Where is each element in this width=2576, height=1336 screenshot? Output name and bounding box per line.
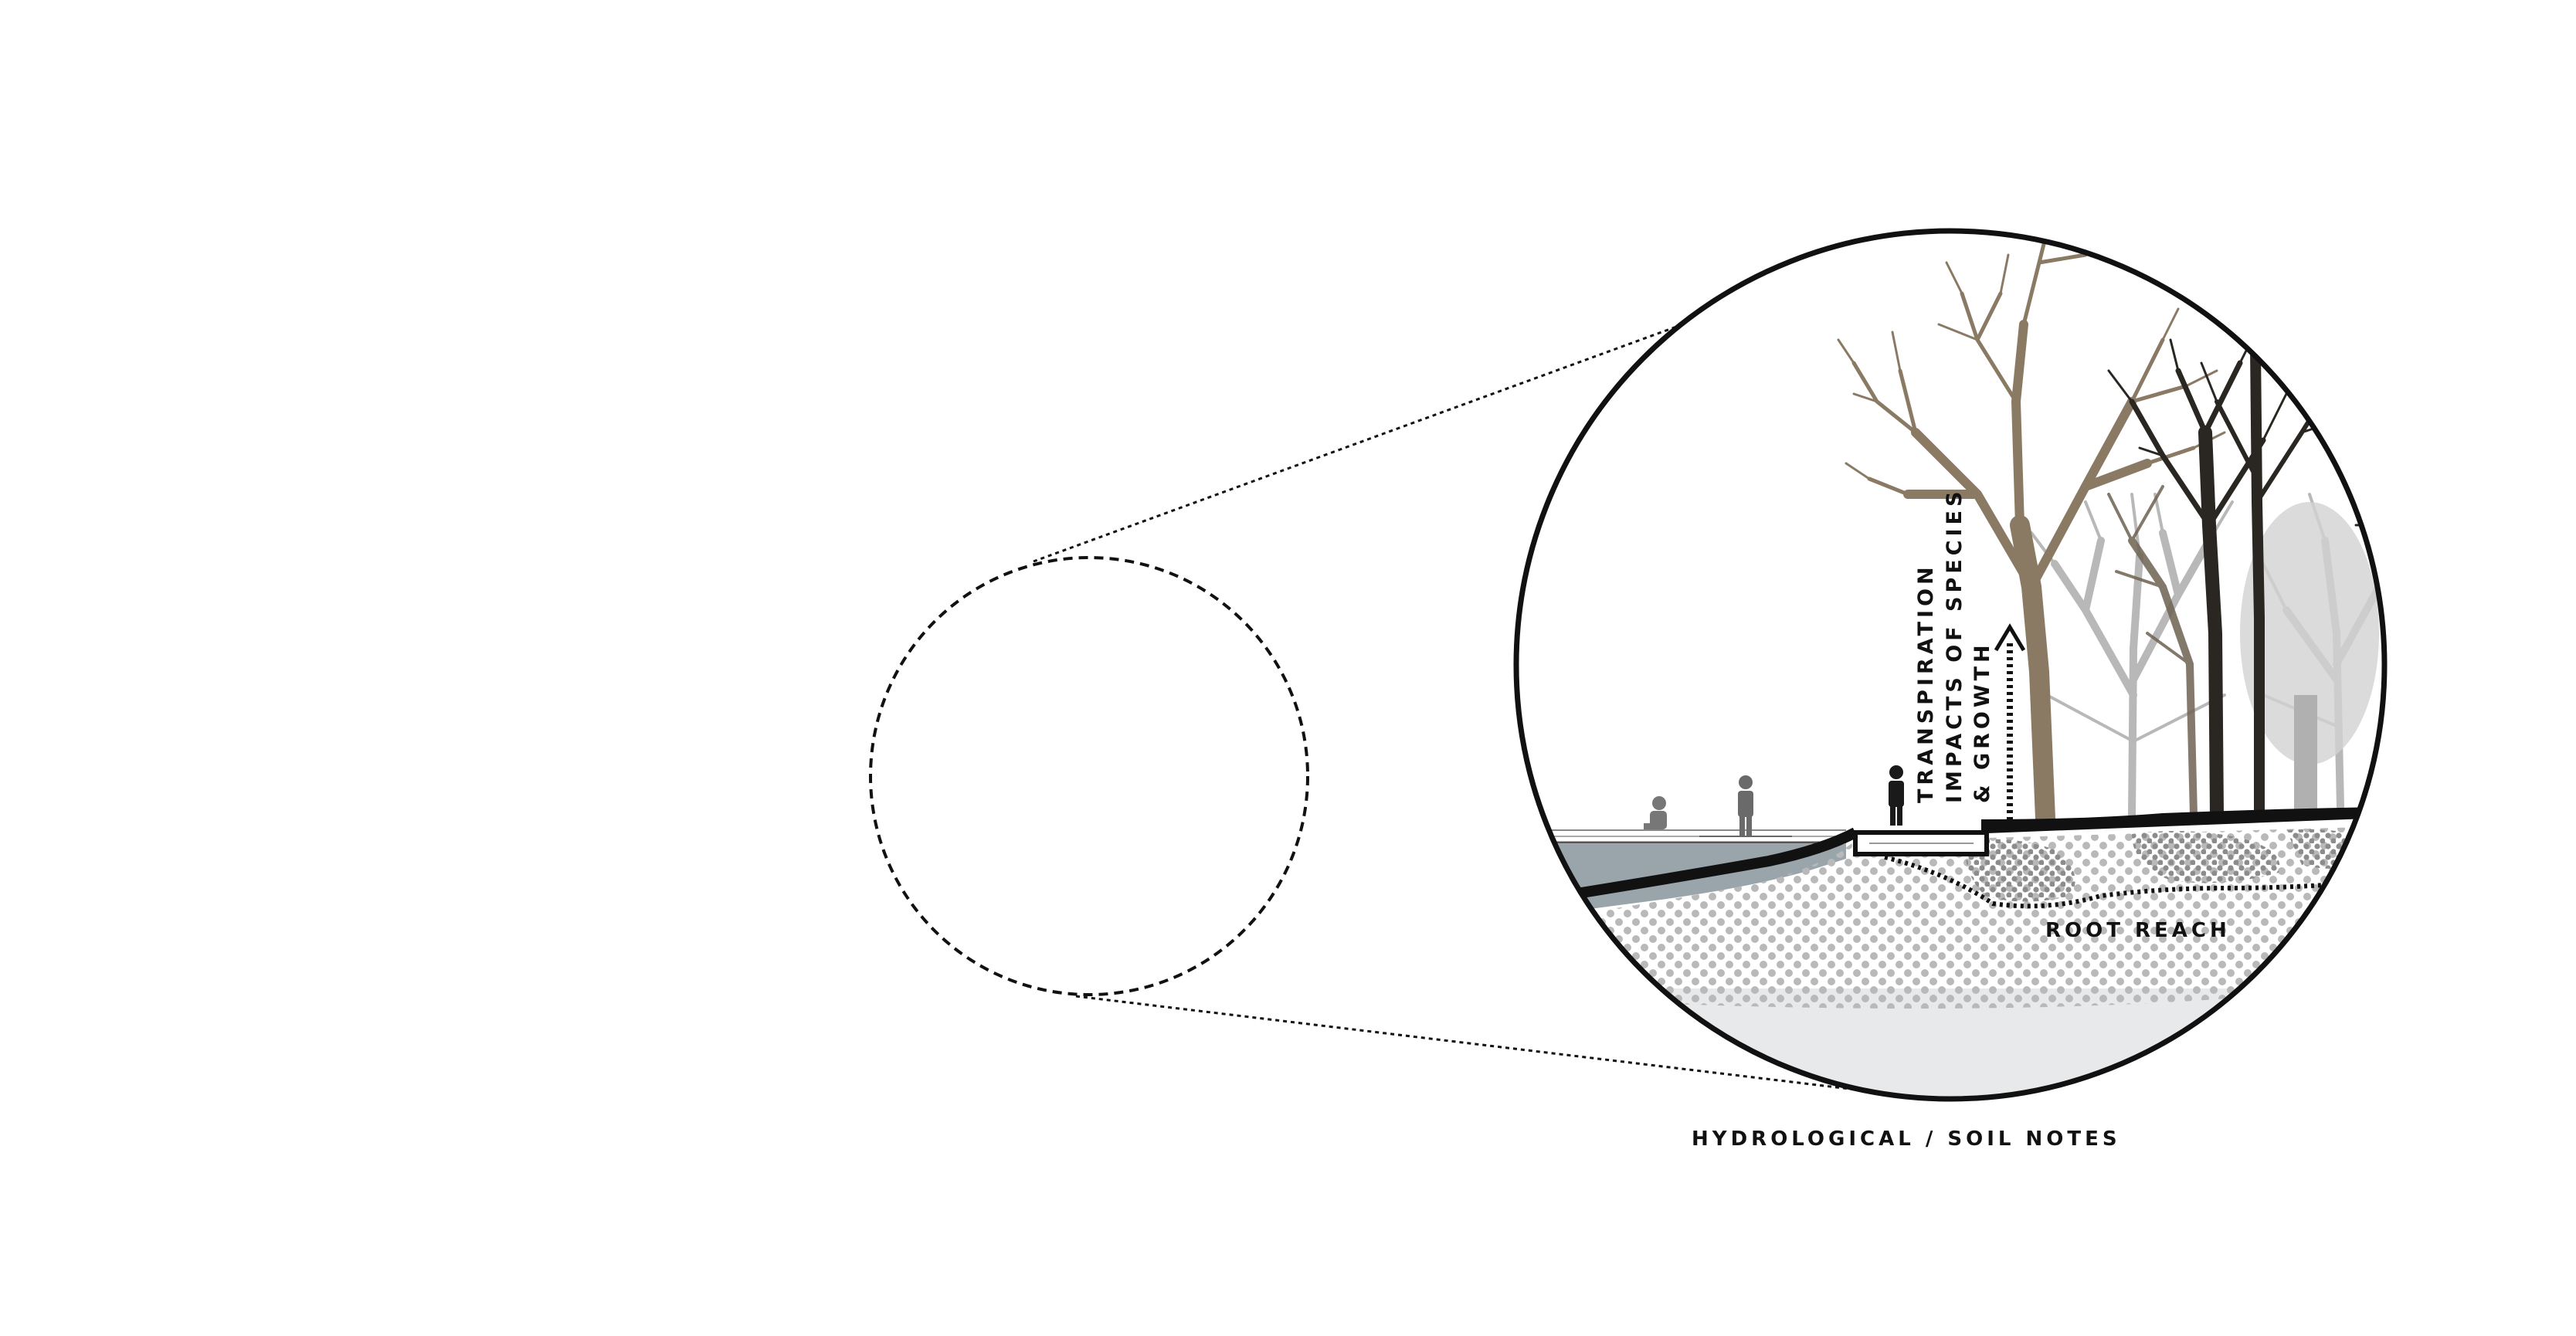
background-trees <box>2030 493 2384 819</box>
transpiration-label-line2: IMPACTS OF SPECIES <box>1943 488 1967 803</box>
transpiration-label-line1: TRANSPIRATION <box>1914 563 1938 803</box>
deciduous-tree-icon <box>1837 231 2226 829</box>
transpiration-label-line3: & GROWTH <box>1970 641 1994 803</box>
person-figure-icon <box>1644 765 1904 836</box>
arrow-up-icon <box>1994 623 2026 820</box>
magnifier-lens <box>1513 228 2388 1102</box>
boardwalk <box>1516 829 1846 844</box>
diagram-caption: HYDROLOGICAL / SOIL NOTES <box>1692 1127 2121 1151</box>
root-reach-label: ROOT REACH <box>2045 919 2231 942</box>
zoom-source-circle <box>869 556 1309 996</box>
root-zone <box>1884 829 2384 909</box>
